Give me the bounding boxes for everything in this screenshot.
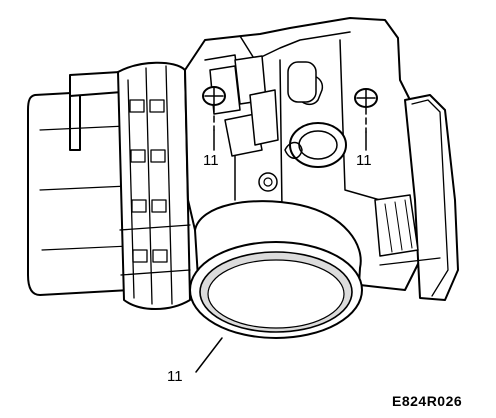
- gear-cover: [374, 94, 459, 301]
- callout-right-screw: 11: [356, 152, 372, 169]
- callout-outlet-flange: 11: [167, 368, 183, 385]
- outlet-flange: [189, 200, 363, 339]
- ribbed-ring: [117, 61, 191, 310]
- motor-housing: [27, 71, 131, 296]
- screw-left: [202, 86, 226, 131]
- figure-code: E824R026: [392, 393, 463, 409]
- screw-right: [354, 88, 378, 133]
- callout-left-screw: 11: [203, 152, 219, 169]
- leader-lines: [195, 129, 367, 373]
